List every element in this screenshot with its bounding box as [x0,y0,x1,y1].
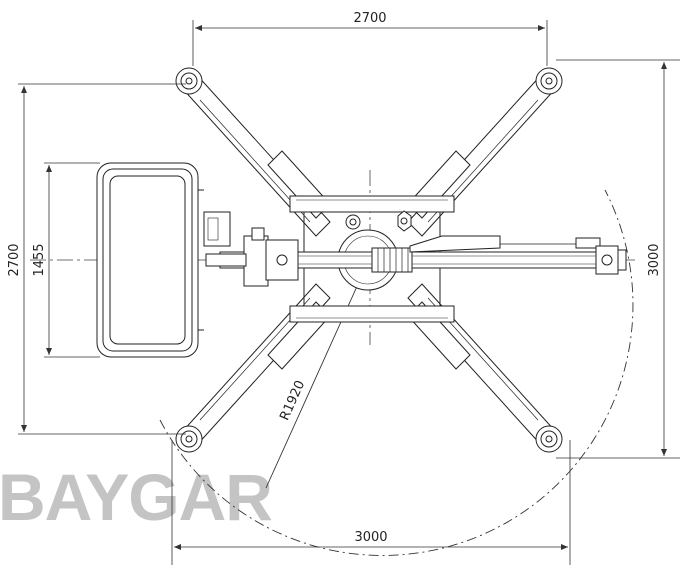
chassis [289,195,455,323]
foot-pad-bottom-left [175,425,203,453]
dimension-bottom: 3000 [171,440,571,565]
dimension-left: 2700 [7,83,186,435]
radius-label: R1920 [277,378,308,423]
foot-pad-top-left [175,67,203,95]
watermark-logo: BAYGAR [0,460,272,534]
dimension-right: 3000 [556,59,680,459]
dim-top-width-label: 2700 [353,11,386,26]
foot-pad-top-right [535,67,563,95]
dim-bottom-width-label: 3000 [354,530,387,545]
foot-pads [175,67,563,453]
dim-basket-width-label: 1455 [32,243,47,276]
radius-leader-line [265,261,369,489]
dim-right-height-label: 3000 [647,243,662,276]
swing-radius-arc [159,189,634,556]
dim-left-height-label: 2700 [7,243,22,276]
dimension-basket: 1455 [32,162,100,358]
basket [96,162,204,358]
dimension-top: 2700 [192,11,548,66]
boom [203,211,627,287]
foot-pad-bottom-right [535,425,563,453]
